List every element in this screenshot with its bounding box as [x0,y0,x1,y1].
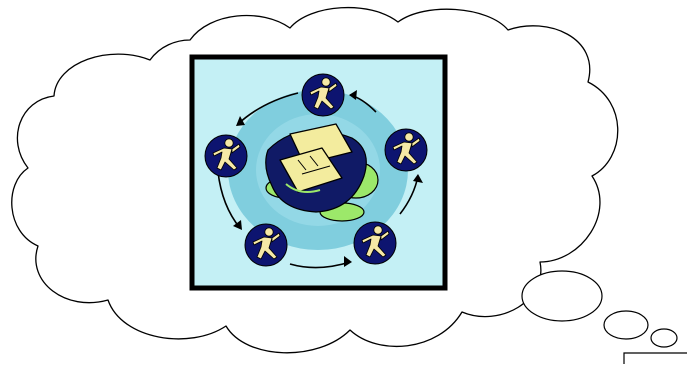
thought-bubble-small-icon [651,329,677,347]
runner-icon [205,135,247,177]
clipart-frame [192,57,445,288]
thought-bubble-medium-icon [604,311,648,339]
runner-icon [354,222,396,264]
runner-icon [302,74,344,116]
runner-icon [245,224,287,266]
corner-frame-fragment [624,353,687,364]
runner-icon [385,129,427,171]
thought-bubble-large-icon [522,271,602,321]
